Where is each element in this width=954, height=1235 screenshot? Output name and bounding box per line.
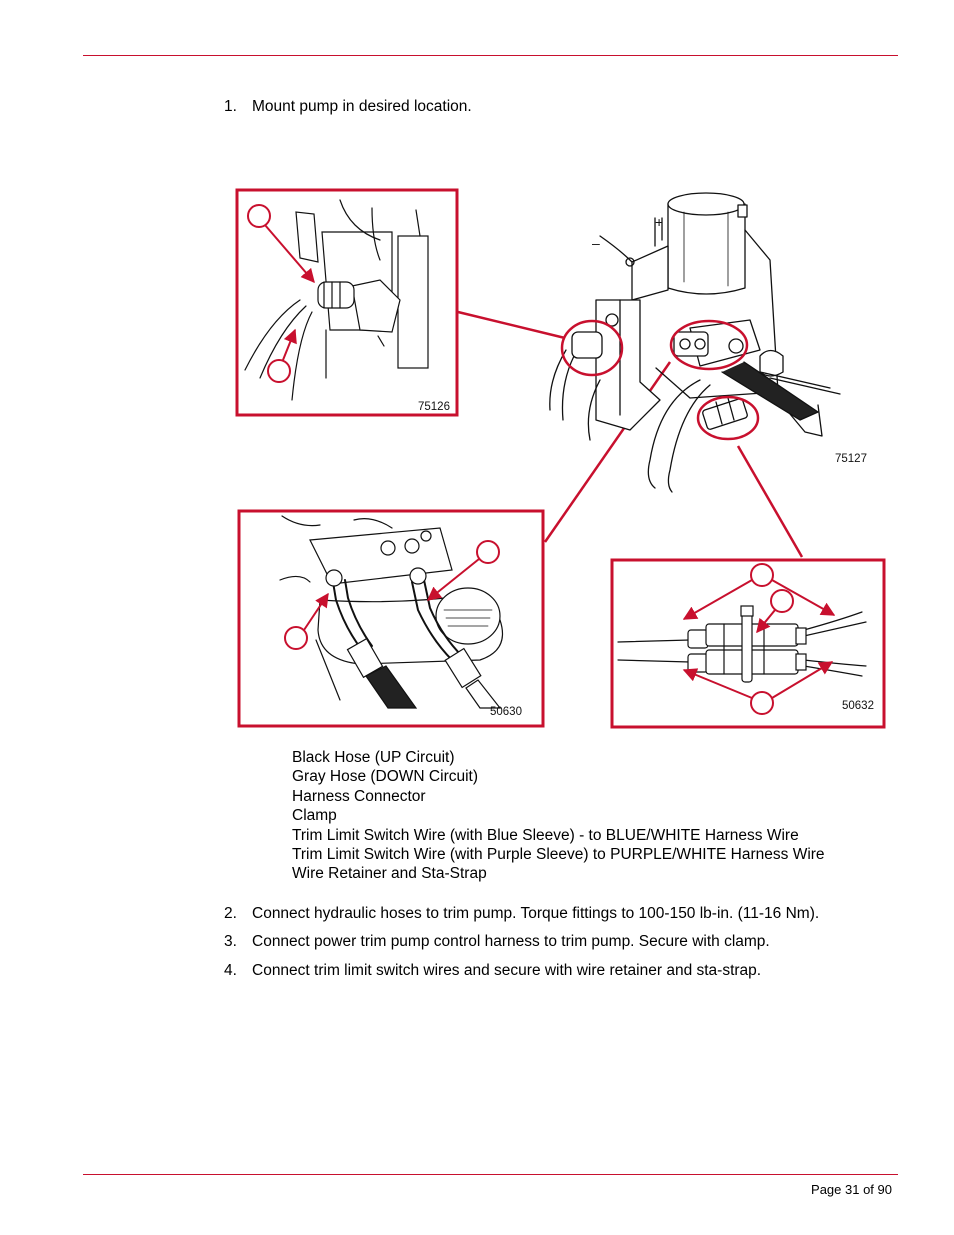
figure-code-inset-bottom-right: 50632 <box>842 700 874 712</box>
inset-harness-connector: 75126 <box>235 188 459 417</box>
inset-hydraulic-hoses: 50630 <box>237 509 545 728</box>
step-text: Connect hydraulic hoses to trim pump. To… <box>252 905 820 922</box>
main-highlight-ellipses <box>560 319 760 441</box>
step-number: 3. <box>224 933 237 950</box>
figure-legend: Black Hose (UP Circuit) Gray Hose (DOWN … <box>292 748 825 884</box>
step-number: 4. <box>224 962 237 979</box>
figure-code-main: 75127 <box>835 453 867 465</box>
step-number: 2. <box>224 905 237 922</box>
step-text: Mount pump in desired location. <box>252 98 472 115</box>
step-text: Connect trim limit switch wires and secu… <box>252 962 762 979</box>
figure-code-inset-top-left: 75126 <box>418 401 450 413</box>
step-number: 1. <box>224 98 237 115</box>
legend-item: Clamp <box>292 807 337 825</box>
legend-item: Trim Limit Switch Wire (with Purple Slee… <box>292 846 825 864</box>
figure-code-inset-bottom-left: 50630 <box>490 706 522 718</box>
legend-item: Harness Connector <box>292 787 426 805</box>
step-3: 3. Connect power trim pump control harnes… <box>224 932 770 952</box>
legend-item: Wire Retainer and Sta-Strap <box>292 865 487 883</box>
step-text: Connect power trim pump control harness … <box>252 933 770 950</box>
inset-trim-limit-wires: 50632 <box>610 558 886 729</box>
step-2: 2. Connect hydraulic hoses to trim pump. … <box>224 904 819 924</box>
legend-item: Trim Limit Switch Wire (with Blue Sleeve… <box>292 826 799 844</box>
step-1: 1. Mount pump in desired location. <box>224 97 472 117</box>
header-rule <box>83 55 898 56</box>
plus-terminal-label: + <box>655 214 663 230</box>
minus-terminal-label: – <box>592 235 600 251</box>
step-4: 4. Connect trim limit switch wires and se… <box>224 961 761 981</box>
page-number: Page 31 of 90 <box>811 1182 892 1197</box>
legend-item: Black Hose (UP Circuit) <box>292 749 455 766</box>
footer-rule <box>83 1174 898 1175</box>
legend-item: Gray Hose (DOWN Circuit) <box>292 768 479 786</box>
